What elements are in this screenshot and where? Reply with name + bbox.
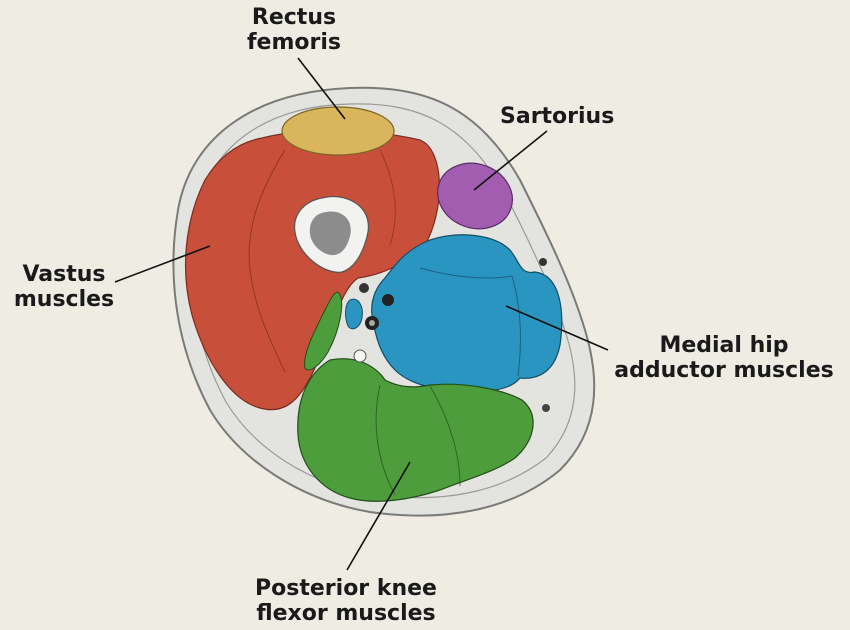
vessel-circle (354, 350, 366, 362)
vessel-circle (359, 283, 369, 293)
label-vastus-line2: muscles (4, 287, 124, 312)
label-posterior-flexor-line2: flexor muscles (236, 601, 456, 626)
adductor-small-slip (346, 299, 363, 329)
label-vastus-line1: Vastus (4, 262, 124, 287)
label-sartorius-text: Sartorius (500, 104, 614, 129)
rectus-femoris-muscle (282, 107, 394, 155)
vessel-circle (382, 294, 394, 306)
label-rectus-femoris-line2: femoris (244, 30, 344, 55)
vessel-circle (369, 320, 375, 326)
label-medial-adductor: Medial hip adductor muscles (604, 333, 844, 383)
label-sartorius: Sartorius (500, 104, 614, 129)
label-rectus-femoris-line1: Rectus (244, 5, 344, 30)
label-medial-adductor-line1: Medial hip (604, 333, 844, 358)
label-medial-adductor-line2: adductor muscles (604, 358, 844, 383)
label-rectus-femoris: Rectus femoris (244, 5, 344, 55)
vessel-circle (542, 404, 550, 412)
label-posterior-flexor: Posterior knee flexor muscles (236, 576, 456, 626)
label-posterior-flexor-line1: Posterior knee (236, 576, 456, 601)
vessel-circle (539, 258, 547, 266)
label-vastus: Vastus muscles (4, 262, 124, 312)
